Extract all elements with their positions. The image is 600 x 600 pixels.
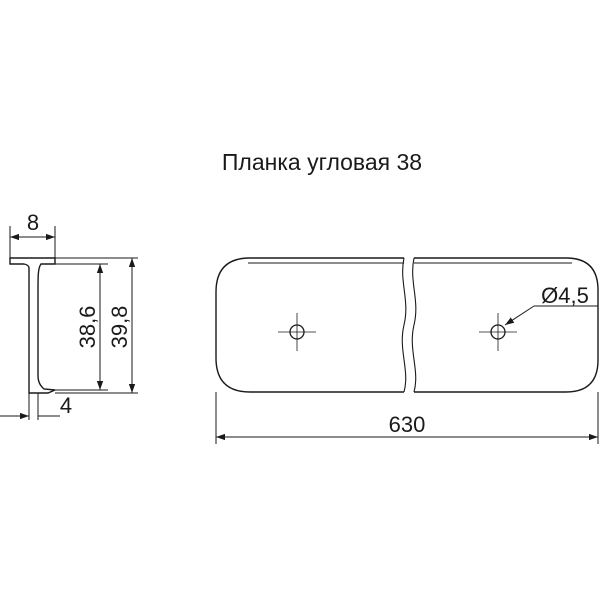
dimension-profile-width: 8: [9, 210, 56, 258]
dimension-length: 630: [215, 392, 599, 444]
label-hole-diameter: Ø4,5: [541, 283, 589, 308]
label-profile-width: 8: [27, 210, 39, 235]
label-profile-thickness: 4: [60, 393, 72, 418]
plate-outline: [215, 257, 599, 393]
dimension-inner-height: 38,6: [55, 263, 108, 391]
dimension-profile-thickness: 4: [0, 393, 72, 420]
profile-section: [9, 257, 56, 394]
label-inner-height: 38,6: [75, 306, 100, 349]
dimension-outer-height: 39,8: [55, 257, 138, 394]
label-outer-height: 39,8: [107, 306, 132, 349]
label-length: 630: [389, 412, 426, 437]
mounting-hole-right: [479, 313, 517, 351]
dimension-hole-diameter: Ø4,5: [504, 283, 598, 326]
mounting-hole-left: [278, 313, 316, 351]
drawing-title: Планка угловая 38: [222, 149, 422, 175]
